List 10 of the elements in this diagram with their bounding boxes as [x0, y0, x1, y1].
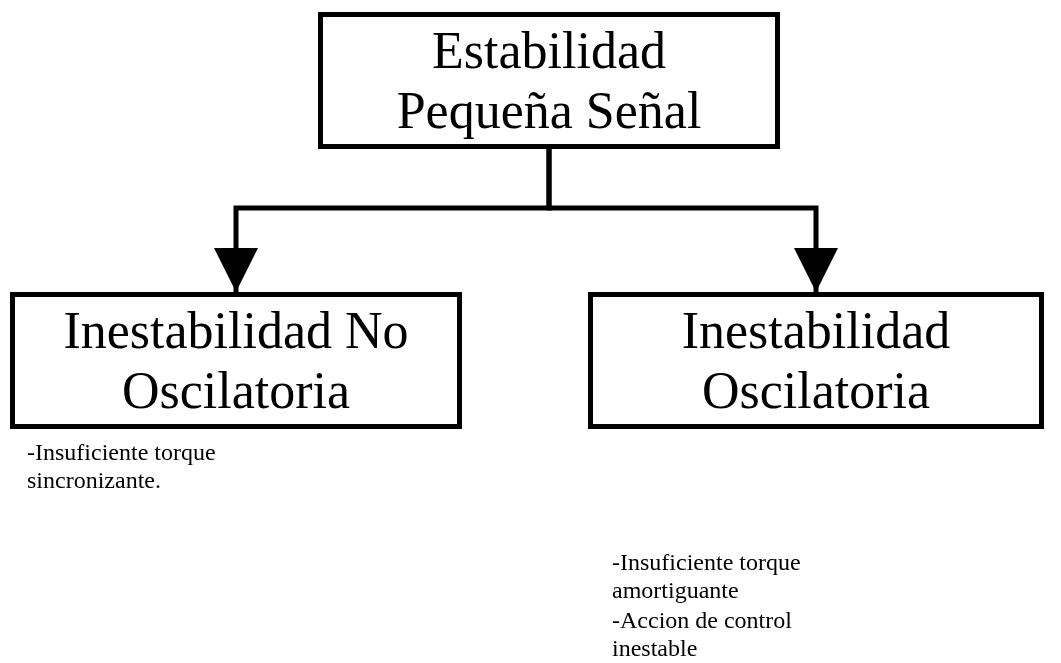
note-text: -Insuficiente torque amortiguante: [612, 548, 802, 604]
process-box: [588, 292, 1044, 429]
process-box: [318, 12, 780, 149]
process-box: [10, 292, 462, 429]
box-label: Inestabilidad No Oscilatoria: [62, 300, 410, 421]
note-text: -Insuficiente torque sincronizante.: [27, 438, 217, 494]
box-label: Estabilidad Pequeña Señal: [395, 20, 703, 141]
note-text: -Accion de control inestable: [612, 606, 793, 662]
arrow: [546, 149, 838, 292]
box-label: Inestabilidad Oscilatoria: [680, 300, 952, 421]
